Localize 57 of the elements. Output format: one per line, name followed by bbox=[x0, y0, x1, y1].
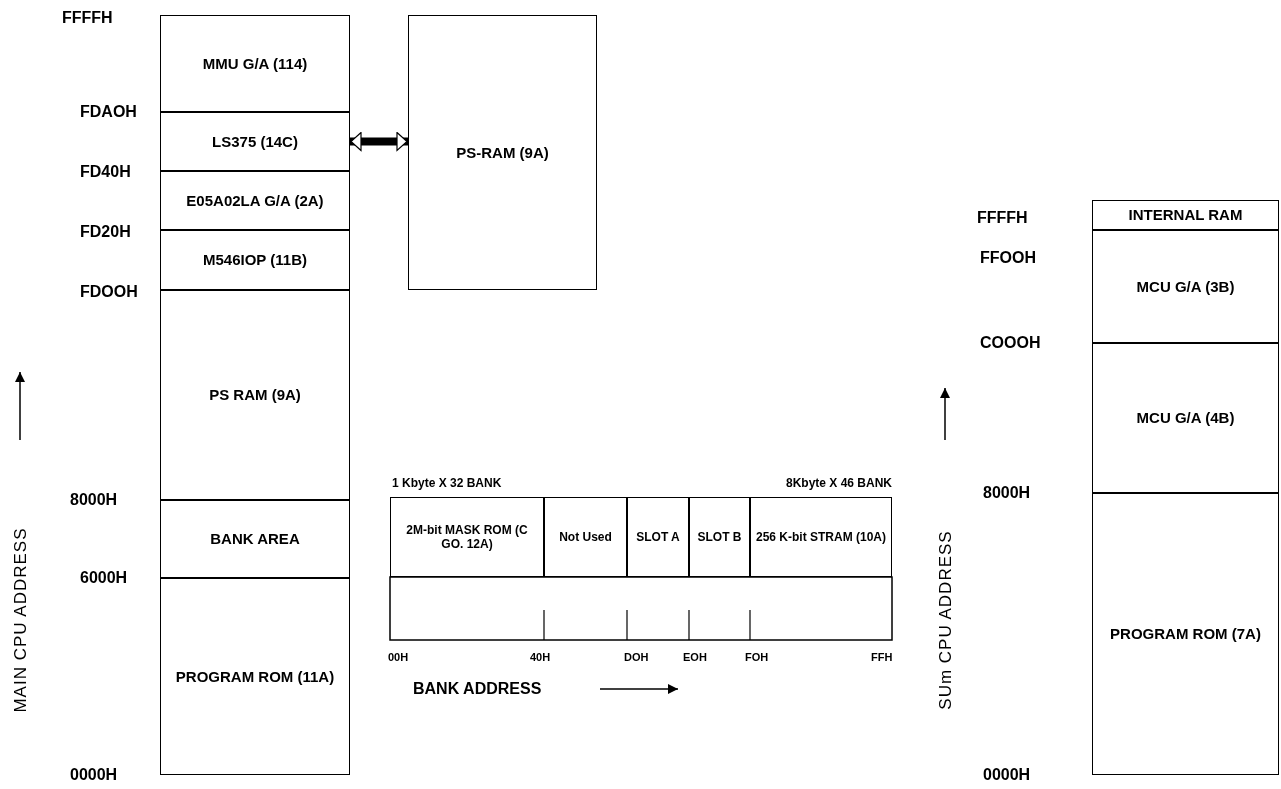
address-label: FDOOH bbox=[80, 283, 138, 301]
address-label: FDAOH bbox=[80, 103, 137, 121]
axis-title: MAIN CPU ADDRESS bbox=[10, 527, 31, 713]
scale-label: EOH bbox=[683, 651, 707, 663]
scale-label: 40H bbox=[530, 651, 551, 663]
memory-block bbox=[160, 230, 350, 290]
block-label: LS375 (14C) bbox=[211, 132, 299, 151]
memory-block bbox=[1092, 200, 1279, 230]
memory-block bbox=[689, 497, 750, 577]
memory-block bbox=[160, 15, 350, 112]
block-label: MCU G/A (4B) bbox=[1135, 409, 1236, 427]
block-label: E05A02LA G/A (2A) bbox=[185, 191, 325, 210]
address-label: 0000H bbox=[983, 766, 1031, 784]
block-label: Not Used bbox=[558, 530, 613, 544]
block-label: PS RAM (9A) bbox=[208, 386, 302, 404]
memory-block bbox=[1092, 493, 1279, 775]
block-label: 256 K-bit STRAM (10A) bbox=[755, 530, 887, 544]
block-label: PROGRAM ROM (11A) bbox=[174, 667, 336, 686]
memory-block bbox=[408, 15, 597, 290]
address-label: FD20H bbox=[80, 223, 131, 241]
axis-title: SUm CPU ADDRESS bbox=[935, 530, 956, 710]
memory-block bbox=[1092, 343, 1279, 493]
address-label: 0000H bbox=[70, 766, 118, 784]
memory-block bbox=[627, 497, 689, 577]
block-label: PROGRAM ROM (7A) bbox=[1109, 625, 1262, 643]
memory-block bbox=[750, 497, 892, 577]
memory-block bbox=[160, 290, 350, 500]
block-label: PS-RAM (9A) bbox=[455, 143, 550, 162]
memory-block bbox=[390, 497, 544, 577]
memory-block bbox=[160, 171, 350, 230]
scale-label: 00H bbox=[388, 651, 409, 663]
double-arrow bbox=[350, 131, 408, 152]
block-label: MMU G/A (114) bbox=[201, 54, 309, 73]
scale-label: FOH bbox=[745, 651, 769, 663]
block-label: BANK AREA bbox=[209, 530, 301, 548]
address-label: 8000H bbox=[983, 484, 1031, 502]
memory-block bbox=[1092, 230, 1279, 343]
address-label: FFOOH bbox=[980, 249, 1036, 267]
address-label: 8000H bbox=[70, 491, 118, 509]
address-label: FD40H bbox=[80, 163, 131, 181]
memory-block bbox=[160, 578, 350, 775]
memory-block bbox=[160, 500, 350, 578]
address-label: FFFFH bbox=[62, 9, 113, 27]
block-label: 2M-bit MASK ROM (C GO. 12A) bbox=[405, 523, 529, 551]
scale-label: FFH bbox=[871, 651, 893, 663]
address-label: 6000H bbox=[80, 569, 128, 587]
memory-block bbox=[544, 497, 627, 577]
block-label: M546IOP (11B) bbox=[202, 251, 308, 269]
address-label: COOOH bbox=[980, 334, 1041, 352]
block-label: INTERNAL RAM bbox=[1127, 206, 1244, 224]
axis-title: BANK ADDRESS bbox=[413, 680, 542, 698]
block-label: MCU G/A (3B) bbox=[1135, 277, 1236, 296]
block-label: SLOT B bbox=[696, 530, 743, 544]
memory-block bbox=[160, 112, 350, 171]
address-label: FFFFH bbox=[977, 209, 1028, 227]
block-label: SLOT A bbox=[635, 530, 681, 544]
scale-label: DOH bbox=[624, 651, 649, 663]
